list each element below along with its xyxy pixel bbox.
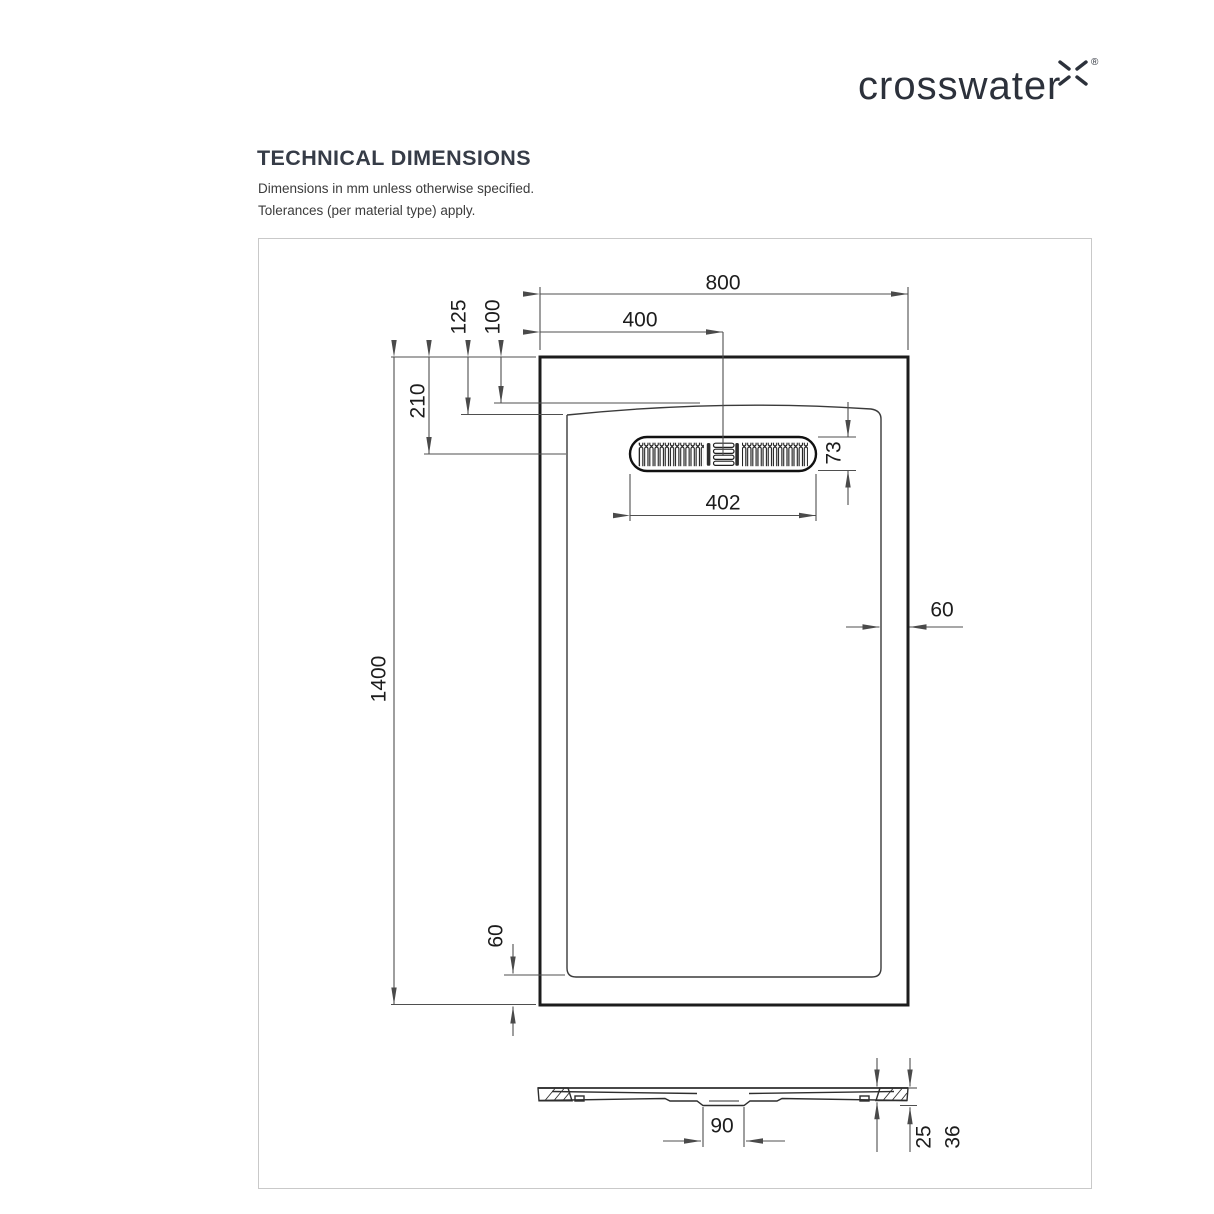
dim-drain-width: 73 xyxy=(822,441,846,465)
page-title: TECHNICAL DIMENSIONS xyxy=(257,146,531,170)
dim-drain-length: 402 xyxy=(705,491,741,515)
section-view xyxy=(537,1087,909,1107)
dim-right-border: 60 xyxy=(930,598,954,622)
tray-outline xyxy=(538,355,910,1007)
dim-top-to-drain-center: 210 xyxy=(406,383,430,419)
drawing-frame xyxy=(258,238,1092,1189)
dimension-lines xyxy=(391,287,963,1036)
section-dimension-lines xyxy=(663,1058,917,1152)
dim-rim-inset-100: 100 xyxy=(481,299,505,335)
dim-overall-length: 1400 xyxy=(367,655,391,703)
dim-waste-cutout: 90 xyxy=(710,1114,734,1138)
tolerance-note: Tolerances (per material type) apply. xyxy=(258,203,476,218)
dim-overall-width: 800 xyxy=(705,271,741,295)
registered-mark: ® xyxy=(1091,57,1099,68)
dim-rim-inset-125: 125 xyxy=(447,299,471,335)
units-note: Dimensions in mm unless otherwise specif… xyxy=(258,181,535,196)
dim-drain-center-from-left: 400 xyxy=(622,308,658,332)
dim-bottom-border: 60 xyxy=(484,924,508,948)
crosswater-x-icon xyxy=(1058,60,1088,86)
dim-edge-thickness: 25 xyxy=(912,1125,936,1149)
dim-overall-thickness: 36 xyxy=(941,1125,965,1149)
tray-inner-floor xyxy=(566,404,882,978)
crosswater-logo-text: crosswater xyxy=(858,64,1062,108)
